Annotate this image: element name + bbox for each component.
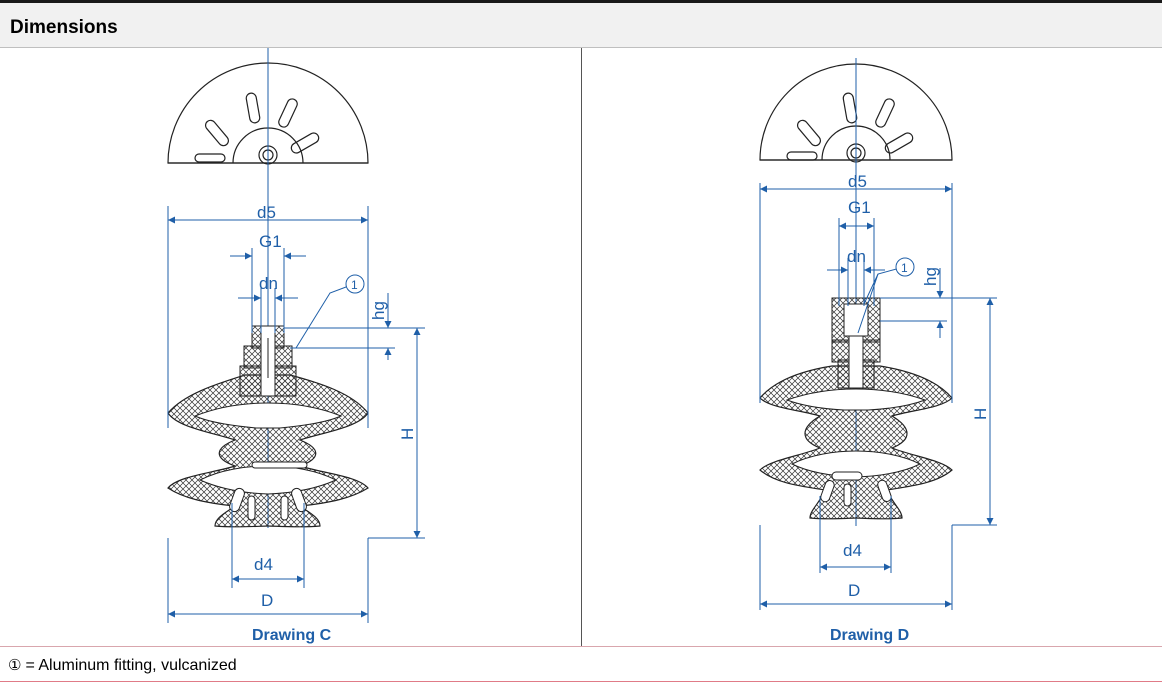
section-header: Dimensions [0, 3, 1162, 47]
label-d4: d4 [843, 541, 862, 560]
label-dn: dn [259, 274, 278, 293]
label-d: D [261, 591, 273, 610]
drawing-c-panel: d5 G1 dn hg H d4 D 1 Drawing C [0, 48, 582, 646]
dimensions [167, 206, 425, 623]
drawings-panel: d5 G1 dn hg H d4 D 1 Drawing C [0, 47, 1162, 646]
label-h: H [971, 408, 990, 420]
dimensions [759, 183, 997, 610]
label-dn: dn [847, 247, 866, 266]
callout-marker-icon: ① [8, 657, 22, 674]
label-hg: hg [369, 301, 388, 320]
callout-number: 1 [351, 278, 358, 292]
drawing-c-svg: d5 G1 dn hg H d4 D 1 Drawing C [167, 48, 425, 644]
callout-number: 1 [901, 261, 908, 275]
bellows-body [167, 374, 369, 528]
drawing-d-caption: Drawing D [830, 627, 909, 644]
aluminum-fitting [831, 297, 881, 389]
label-d4: d4 [254, 555, 273, 574]
label-hg: hg [921, 267, 940, 286]
legend-text: = Aluminum fitting, vulcanized [25, 657, 237, 674]
label-g1: G1 [848, 198, 871, 217]
label-d: D [848, 581, 860, 600]
label-g1: G1 [259, 232, 282, 251]
label-h: H [398, 428, 417, 440]
aluminum-fitting [239, 325, 297, 397]
top-rule [0, 0, 1162, 3]
bellows-body [759, 365, 953, 520]
legend-footer: ①= Aluminum fitting, vulcanized [0, 646, 1162, 682]
drawing-d-svg: d5 G1 dn hg H d4 D 1 Drawing D [759, 58, 997, 644]
label-d5: d5 [257, 203, 276, 222]
legend-note: ①= Aluminum fitting, vulcanized [8, 656, 237, 675]
drawing-c-caption: Drawing C [252, 627, 332, 644]
label-d5: d5 [848, 172, 867, 191]
drawing-d-panel: d5 G1 dn hg H d4 D 1 Drawing D [582, 48, 1162, 646]
section-title: Dimensions [10, 17, 118, 38]
